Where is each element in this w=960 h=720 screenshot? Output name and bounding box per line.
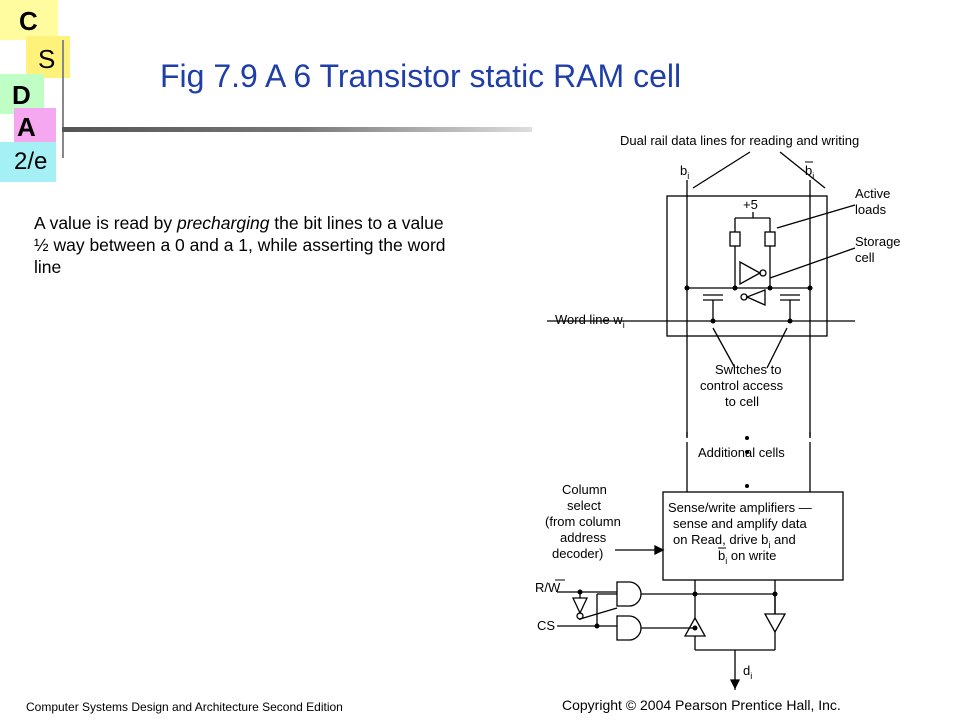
logo-block-c [0,0,58,40]
bitline-b-label: bi [680,163,689,181]
switches-label-1: Switches to [715,362,781,377]
sense-write-label-4: bi on write [718,548,776,566]
bitline-bbar-label: bi [805,163,814,181]
additional-cells-label: Additional cells [698,445,785,460]
slide-title: Fig 7.9 A 6 Transistor static RAM cell [160,58,682,94]
sense-write-label-1: Sense/write amplifiers — [668,500,812,515]
sense-write-label-3: on Read, drive bi and [673,532,796,550]
body-text-emphasis: precharging [177,213,270,233]
logo-letter-a: A [17,112,36,142]
active-loads-label-2: loads [855,202,887,217]
column-select-label-5: decoder) [552,546,603,561]
rw-label: R/W [535,580,561,595]
vdd-label: +5 [743,197,758,212]
logo-block-a [14,108,56,146]
title-rule [62,127,532,132]
body-text: A value is read by precharging the bit l… [34,212,454,278]
body-text-post: the bit lines to a value ½ way between a… [34,213,446,277]
body-text-pre: A value is read by [34,213,177,233]
logo-letter-c: C [19,6,38,36]
diagram-top-label: Dual rail data lines for reading and wri… [620,133,859,148]
switches-label-2: control access [700,378,784,393]
cs-label: CS [537,618,555,633]
copyright-text: Copyright © 2004 Pearson Prentice Hall, … [562,697,841,713]
logo-letter-edition: 2/e [14,148,48,175]
column-select-label-4: address [560,530,607,545]
logo-block-e [0,142,56,182]
sram-cell-diagram: Dual rail data lines for reading and wri… [535,133,901,713]
sense-write-label-2: sense and amplify data [673,516,807,531]
storage-cell-label-1: Storage [855,234,901,249]
column-select-label-1: Column [562,482,607,497]
footer: Computer Systems Design and Architecture… [26,700,343,714]
data-out-label: di [743,663,752,681]
logo-letter-s: S [38,44,56,74]
column-select-label-3: (from column [545,514,621,529]
column-select-label-2: select [567,498,601,513]
active-loads-label-1: Active [855,186,890,201]
storage-cell-label-2: cell [855,250,875,265]
logo-letter-d: D [12,80,31,110]
logo-vertical-rule [62,40,64,158]
logo-block-d [0,74,44,114]
word-line-label: Word line wi [555,312,625,330]
switches-label-3: to cell [725,394,759,409]
